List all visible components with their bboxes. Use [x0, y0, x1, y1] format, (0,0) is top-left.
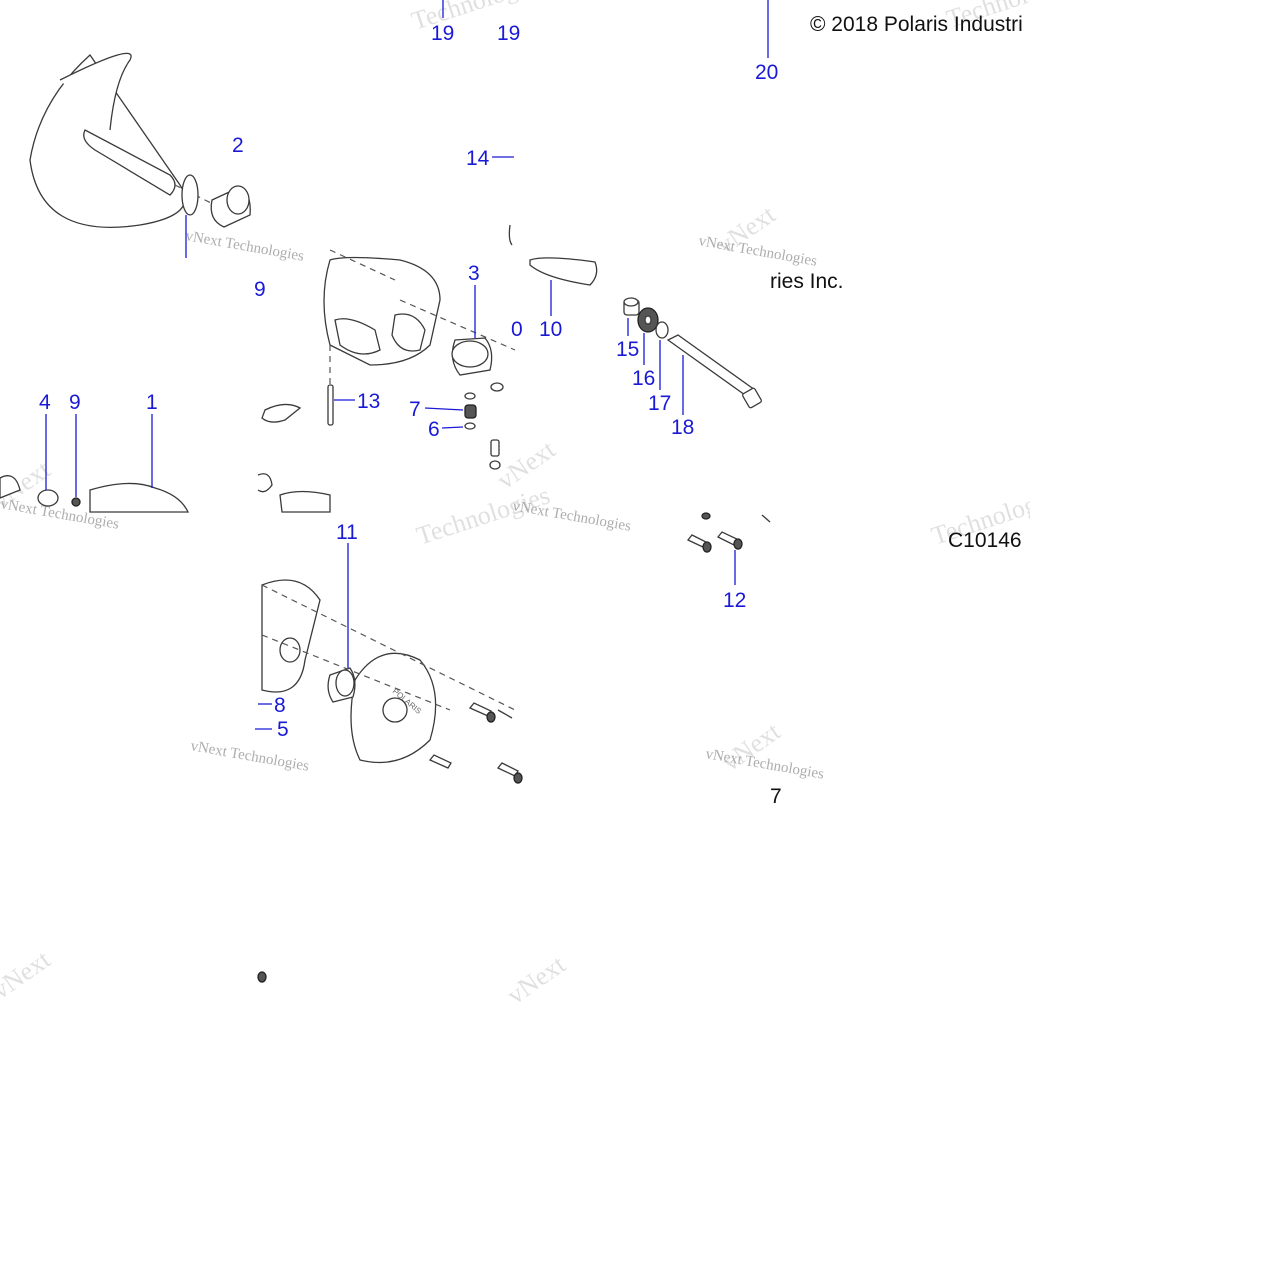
callout-labels: 2 3 4 9 1 9 10 0 13 7 6 15 16 17 18 11 1… [39, 22, 778, 741]
callout-7: 7 [409, 398, 421, 421]
callout-12: 12 [723, 589, 746, 612]
watermark-text: Technologies [408, 0, 548, 36]
bolts-part-12 [686, 512, 771, 585]
movable-sheave-part [29, 52, 216, 229]
callout-4: 4 [39, 391, 51, 414]
pin-part-13 [327, 345, 355, 426]
callout-9: 9 [69, 391, 81, 414]
blank-region [0, 1030, 1285, 1285]
callout-1: 1 [146, 391, 158, 414]
callout-6: 6 [428, 418, 440, 441]
callout-18: 18 [671, 416, 694, 439]
stray-number: 7 [770, 785, 782, 808]
cover-plate-part: POLARIS [261, 579, 516, 764]
callout-2: 2 [232, 134, 244, 157]
callout-11: 11 [336, 521, 358, 544]
callout-5: 5 [277, 718, 289, 741]
watermark-text: vNext Technologies [189, 738, 310, 775]
cover-bolts [257, 702, 523, 983]
watermark-text: vNext Technologies [184, 228, 305, 265]
watermark-text: vNext [502, 949, 571, 1010]
watermark-text: vNext Technologies [511, 498, 632, 535]
bushing-part-2 [181, 174, 251, 258]
callout-20: 20 [755, 61, 778, 84]
roller-parts-6-7 [424, 382, 504, 470]
fixed-sheave-part-1 [0, 414, 190, 513]
blank-region [1030, 0, 1285, 1030]
spider-assembly-part [323, 249, 516, 366]
bushing-part-11 [327, 543, 356, 703]
callout-16: 16 [632, 367, 655, 390]
bolt-stack-parts-15-18 [623, 297, 762, 415]
callout-15: 15 [616, 338, 639, 361]
watermark-text: vNext [0, 944, 56, 1005]
copyright-text: © 2018 Polaris Industri [810, 13, 1023, 36]
copyright-fragment-text: ries Inc. [770, 270, 844, 293]
callout-3: 3 [468, 262, 480, 285]
callout-19: 19 [431, 22, 454, 45]
callout-14: 14 [466, 147, 490, 170]
callout-8: 8 [274, 694, 286, 717]
callout-10: 10 [539, 318, 562, 341]
callout-13: 13 [357, 390, 380, 413]
callout-19-partial: 19 [497, 22, 520, 45]
spring-part-10 [257, 224, 598, 513]
callout-17: 17 [648, 392, 671, 415]
cam-weight-part [261, 403, 302, 423]
callout-10-partial: 0 [511, 318, 523, 341]
callout-9-partial: 9 [254, 278, 266, 301]
figure-code: C10146 [948, 529, 1022, 552]
bushing-part-3 [451, 285, 493, 376]
